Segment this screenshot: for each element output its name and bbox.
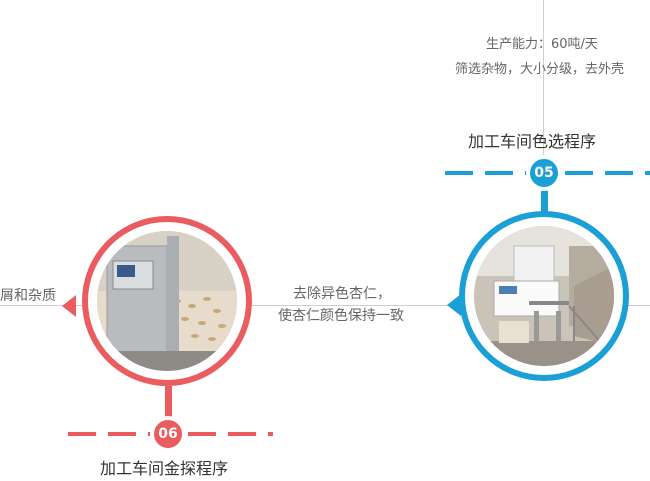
step05-arrow [447, 294, 461, 316]
middle-text-line2: 使杏仁颜色保持一致 [278, 308, 404, 324]
capacity-text: 生产能力：60吨/天 [486, 37, 598, 52]
step06-stem [165, 386, 172, 426]
step06-title: 加工车间金探程序 [100, 459, 229, 478]
step05-stem [541, 180, 548, 215]
metal-detector-image [97, 231, 237, 371]
step05-title: 加工车间色选程序 [468, 132, 597, 151]
step05-photo [474, 226, 614, 366]
step06-partial-text: 屑和杂质 [0, 288, 56, 304]
step06-arrow [62, 295, 76, 317]
step06-photo [97, 231, 237, 371]
step06-badge: 06 [150, 416, 186, 452]
color-sorter-image [474, 226, 614, 366]
description-text: 筛选杂物，大小分级，去外壳 [455, 62, 625, 77]
middle-horizontal-line [0, 305, 650, 306]
top-vertical-line [543, 0, 544, 158]
step05-badge: 05 [526, 155, 562, 191]
middle-text-line1: 去除异色杏仁， [293, 286, 391, 302]
